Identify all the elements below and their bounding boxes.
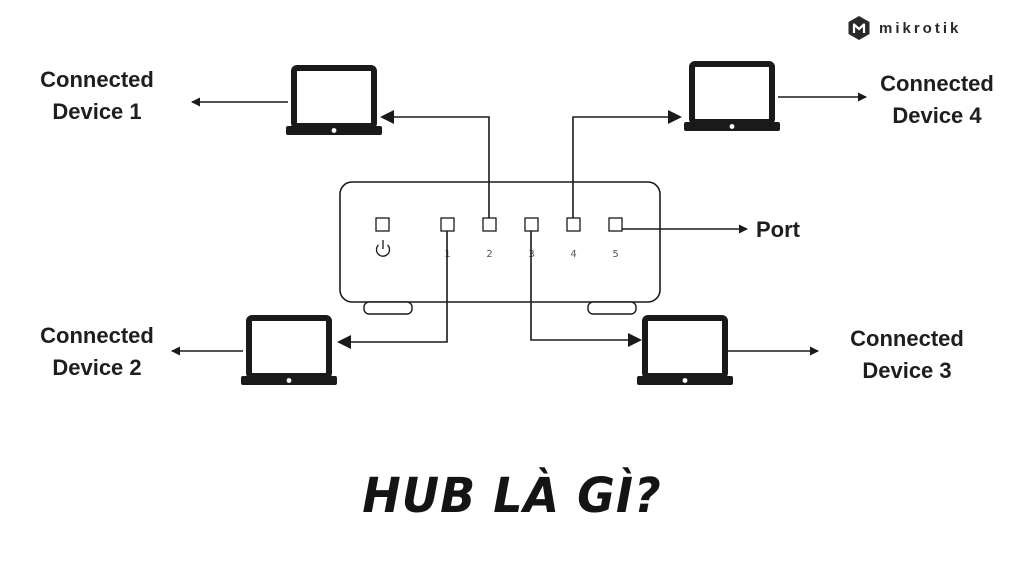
brand-logo: mikrotik — [847, 14, 961, 42]
port-label: Port — [756, 217, 800, 242]
device-label-4-line2: Device 4 — [892, 103, 982, 128]
link-port2-device1 — [380, 110, 490, 218]
device-label-1: Connected Device 1 — [22, 64, 172, 128]
mikrotik-logo-icon — [848, 16, 870, 40]
device-label-4: Connected Device 4 — [862, 68, 1012, 132]
link-port3-device3 — [530, 231, 642, 347]
brand-name: mikrotik — [879, 19, 962, 37]
device-label-1-line1: Connected — [40, 67, 154, 92]
port-3[interactable] — [524, 217, 539, 232]
hub-foot-right — [587, 301, 637, 315]
laptop-icon-device-1 — [286, 65, 382, 135]
port-1[interactable] — [440, 217, 455, 232]
page-title: HUB LÀ GÌ? — [362, 466, 662, 524]
device-label-1-line2: Device 1 — [52, 99, 142, 124]
hub-body — [339, 181, 661, 303]
hub-device: 1 2 3 4 5 — [339, 181, 661, 315]
port-4[interactable] — [566, 217, 581, 232]
hub-foot-left — [363, 301, 413, 315]
port-2[interactable] — [482, 217, 497, 232]
device-label-2: Connected Device 2 — [22, 320, 172, 384]
power-icon — [375, 240, 391, 257]
port-number-2: 2 — [486, 249, 492, 260]
device-label-4-line1: Connected — [880, 71, 994, 96]
port-5[interactable] — [608, 217, 623, 232]
power-led — [375, 217, 390, 232]
device-label-2-line1: Connected — [40, 323, 154, 348]
laptop-icon-device-4 — [684, 61, 780, 131]
device-label-3: Connected Device 3 — [832, 323, 982, 387]
device-label-3-line2: Device 3 — [862, 358, 952, 383]
port-number-4: 4 — [570, 249, 576, 260]
device-label-2-line2: Device 2 — [52, 355, 142, 380]
link-port4-device4 — [572, 110, 682, 218]
laptop-icon-device-3 — [637, 315, 733, 385]
link-port1-device2 — [337, 231, 448, 349]
port-number-5: 5 — [612, 249, 618, 260]
laptop-icon-device-2 — [241, 315, 337, 385]
device-label-3-line1: Connected — [850, 326, 964, 351]
